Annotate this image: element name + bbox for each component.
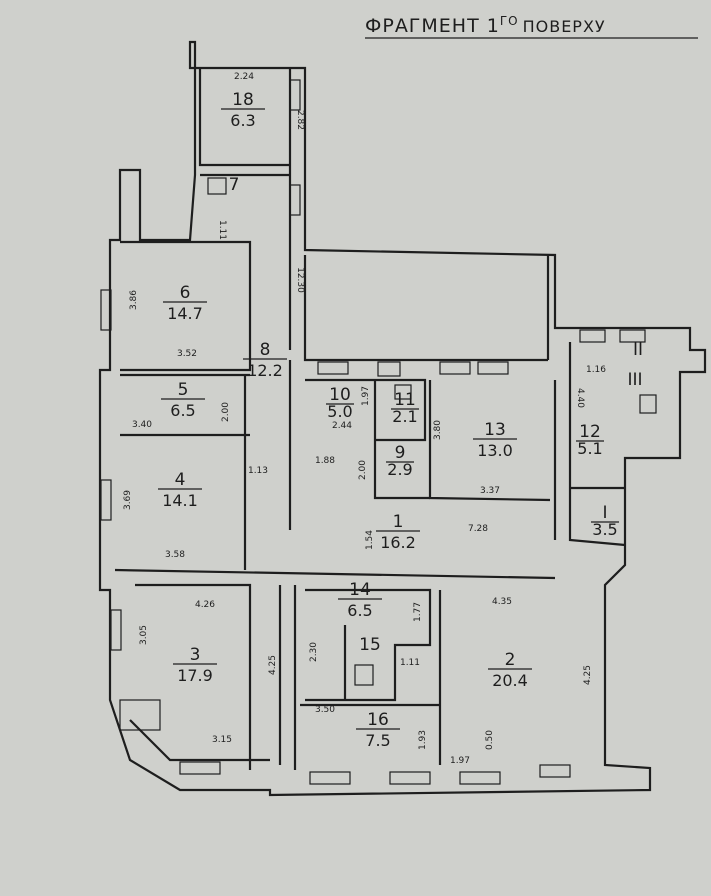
dimension-label: 1.97 bbox=[450, 756, 470, 766]
room-number: 11 bbox=[394, 390, 416, 410]
room-number: II bbox=[633, 340, 643, 360]
room-number: 1 bbox=[393, 512, 404, 532]
dimension-label: 3.69 bbox=[123, 490, 133, 510]
room-number: 2 bbox=[505, 650, 516, 670]
dimension-label: 4.35 bbox=[492, 597, 512, 607]
dimension-label: 3.37 bbox=[480, 486, 500, 496]
toilet-icon bbox=[639, 394, 657, 414]
toilet-icon bbox=[354, 664, 374, 686]
room-number: 9 bbox=[395, 443, 406, 463]
dimension-label: 3.52 bbox=[177, 349, 197, 359]
room-area: 20.4 bbox=[492, 671, 528, 690]
dimension-label: 1.13 bbox=[248, 466, 268, 476]
dimension-label: 2.00 bbox=[221, 402, 231, 422]
room-area: 6.5 bbox=[170, 401, 195, 420]
interior-walls bbox=[114, 240, 626, 770]
room-area: 14.7 bbox=[167, 304, 203, 323]
dimension-label: 1.88 bbox=[315, 456, 335, 466]
dimension-label: 2.24 bbox=[234, 72, 254, 82]
room-area: 16.2 bbox=[380, 533, 416, 552]
dimension-label: 1.77 bbox=[413, 602, 423, 622]
dimension-label: 3.80 bbox=[433, 420, 443, 440]
dimension-label: 1.16 bbox=[586, 365, 606, 375]
room-area: 3.5 bbox=[592, 520, 617, 539]
room-area: 6.3 bbox=[230, 111, 255, 130]
room-labels: 186.37614.7812.256.5414.1105.0112.192.91… bbox=[158, 90, 643, 750]
fixtures bbox=[207, 177, 657, 686]
room-area: 7.5 bbox=[365, 731, 390, 750]
room-area: 12.2 bbox=[247, 361, 283, 380]
dimension-label: 3.40 bbox=[132, 420, 152, 430]
room-area: 6.5 bbox=[347, 601, 372, 620]
dimension-label: 3.15 bbox=[212, 735, 232, 745]
dimension-label: 7.28 bbox=[468, 524, 488, 534]
dimension-label: 4.25 bbox=[583, 665, 593, 685]
room-number: 18 bbox=[232, 90, 254, 110]
room-number: 7 bbox=[229, 175, 240, 195]
room-area: 5.0 bbox=[327, 402, 352, 421]
dimension-label: 3.50 bbox=[315, 705, 335, 715]
room-number: 12 bbox=[579, 422, 601, 442]
room-area: 2.9 bbox=[387, 460, 412, 479]
dimension-label: 4.26 bbox=[195, 600, 215, 610]
room-area: 2.1 bbox=[392, 407, 417, 426]
dimension-label: 3.05 bbox=[139, 625, 149, 645]
room-number: 5 bbox=[178, 380, 189, 400]
dimension-label: 4.25 bbox=[268, 655, 278, 675]
room-number: 8 bbox=[260, 340, 271, 360]
room-area: 17.9 bbox=[177, 666, 213, 685]
dimension-label: 1.97 bbox=[361, 386, 371, 406]
dimension-label: 0.50 bbox=[485, 730, 495, 750]
room-number: 13 bbox=[484, 420, 506, 440]
dimension-labels: 2.242.821.1112.303.863.522.003.401.133.6… bbox=[123, 72, 606, 766]
room-number: 16 bbox=[367, 710, 389, 730]
dimension-label: 1.54 bbox=[365, 530, 375, 550]
dimension-label: 2.44 bbox=[332, 421, 352, 431]
dimension-label: 1.11 bbox=[400, 658, 420, 668]
room-number: 3 bbox=[190, 645, 201, 665]
dimension-label: 12.30 bbox=[295, 267, 305, 293]
room-number: 6 bbox=[180, 283, 191, 303]
room-number: 4 bbox=[175, 470, 186, 490]
dimension-label: 2.82 bbox=[295, 110, 305, 130]
dimension-label: 2.30 bbox=[309, 642, 319, 662]
dimension-label: 4.40 bbox=[575, 388, 585, 408]
dimension-label: 3.58 bbox=[165, 550, 185, 560]
room-number: 15 bbox=[359, 635, 381, 655]
room-number: 10 bbox=[329, 385, 351, 405]
toilet-icon bbox=[207, 177, 227, 195]
room-number: I bbox=[602, 503, 607, 523]
toilet-icon bbox=[394, 384, 412, 400]
stair-hatch bbox=[377, 361, 401, 377]
dimension-label: 1.11 bbox=[217, 220, 227, 240]
dimension-label: 2.00 bbox=[358, 460, 368, 480]
room-number: III bbox=[627, 370, 642, 390]
dimension-label: 3.86 bbox=[129, 290, 139, 310]
dimension-label: 1.93 bbox=[418, 730, 428, 750]
room-number: 14 bbox=[349, 580, 371, 600]
room-area: 5.1 bbox=[577, 439, 602, 458]
room-area: 13.0 bbox=[477, 441, 513, 460]
room-area: 14.1 bbox=[162, 491, 198, 510]
windows bbox=[100, 79, 646, 785]
